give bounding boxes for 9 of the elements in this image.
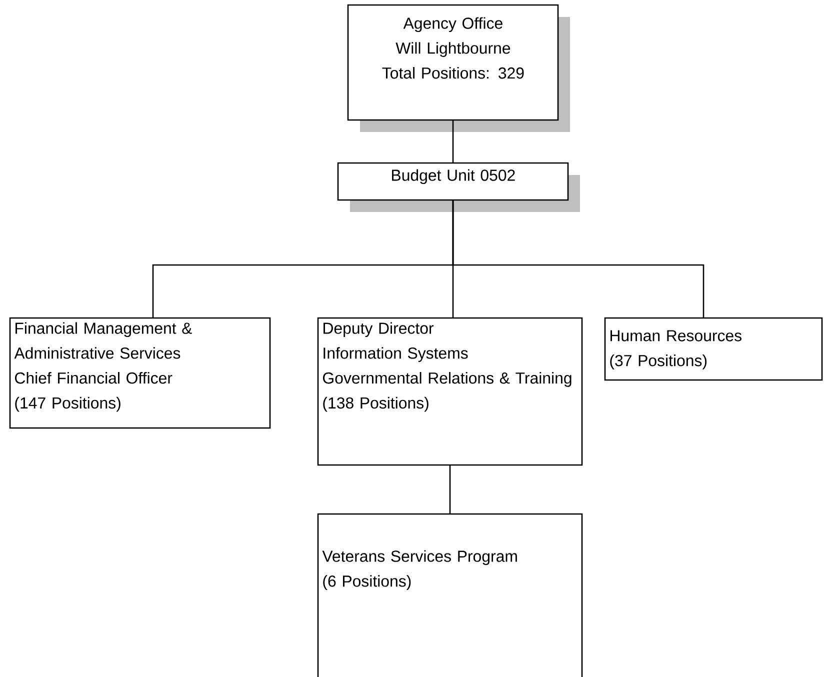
connector-line bbox=[449, 465, 451, 514]
position-box: Budget Unit 0502 bbox=[337, 162, 580, 212]
connector-line bbox=[452, 120, 454, 163]
position-box: Veterans Services Program (6 Positions) bbox=[317, 513, 583, 677]
position-box: Human Resources (37 Positions) bbox=[604, 317, 823, 381]
position-box: Agency Office Will Lightbourne Total Positions: 329 bbox=[347, 4, 570, 132]
position-box: Deputy Director Information Systems Governmental Relations & Training (138 Positions) bbox=[317, 317, 583, 466]
position-box: Financial Management & Administrative Services Chief Financial Officer (147 Positions) bbox=[9, 317, 271, 429]
connector-line bbox=[452, 200, 704, 318]
